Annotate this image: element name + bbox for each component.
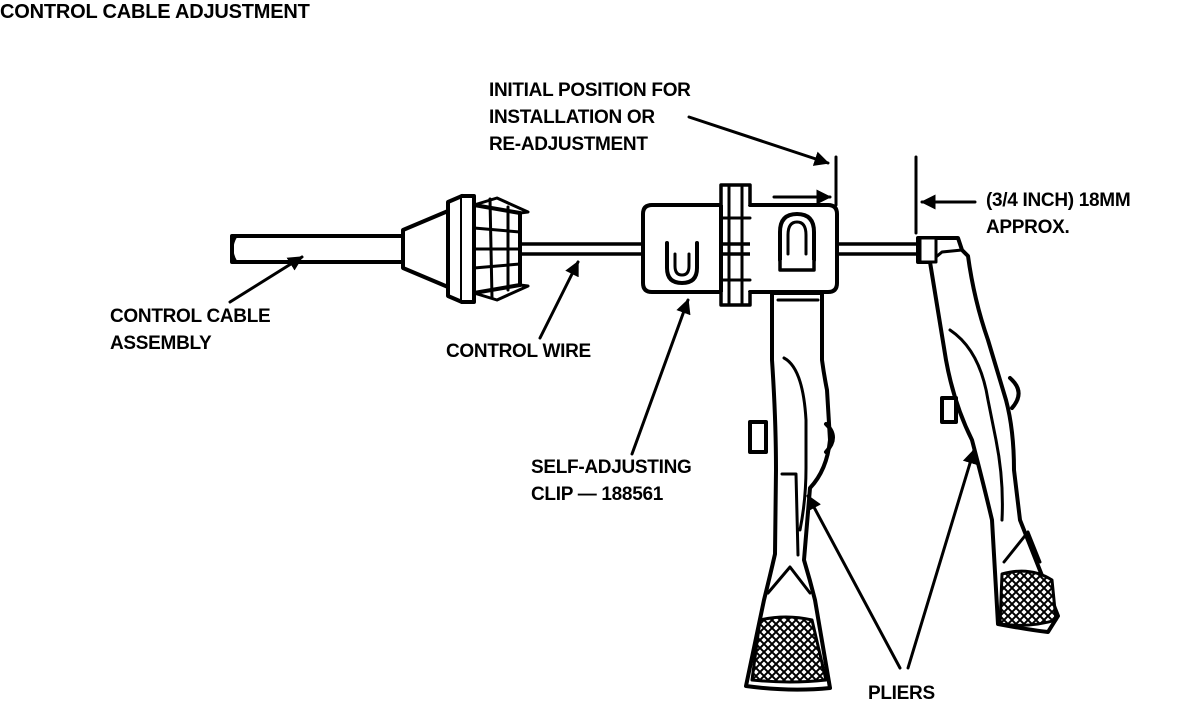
dimension-lines (772, 155, 977, 235)
label-control-wire: CONTROL WIRE (446, 341, 591, 362)
left-pliers (744, 291, 835, 692)
cable-ferrule (401, 194, 530, 304)
label-measurement: (3/4 INCH) 18MM APPROX. (986, 190, 1131, 238)
self-adjusting-clip (641, 183, 839, 307)
diagram-title: CONTROL CABLE ADJUSTMENT (0, 1, 310, 23)
label-initial-position: INITIAL POSITION FOR INSTALLATION OR RE-… (489, 80, 691, 155)
leader-lines (228, 115, 978, 670)
right-pliers (916, 236, 1060, 634)
label-self-adjusting-clip: SELF-ADJUSTING CLIP — 188561 (531, 457, 692, 505)
control-cable-sheath (230, 234, 407, 264)
label-pliers: PLIERS (868, 683, 935, 704)
label-control-cable-assembly: CONTROL CABLE ASSEMBLY (110, 306, 271, 354)
